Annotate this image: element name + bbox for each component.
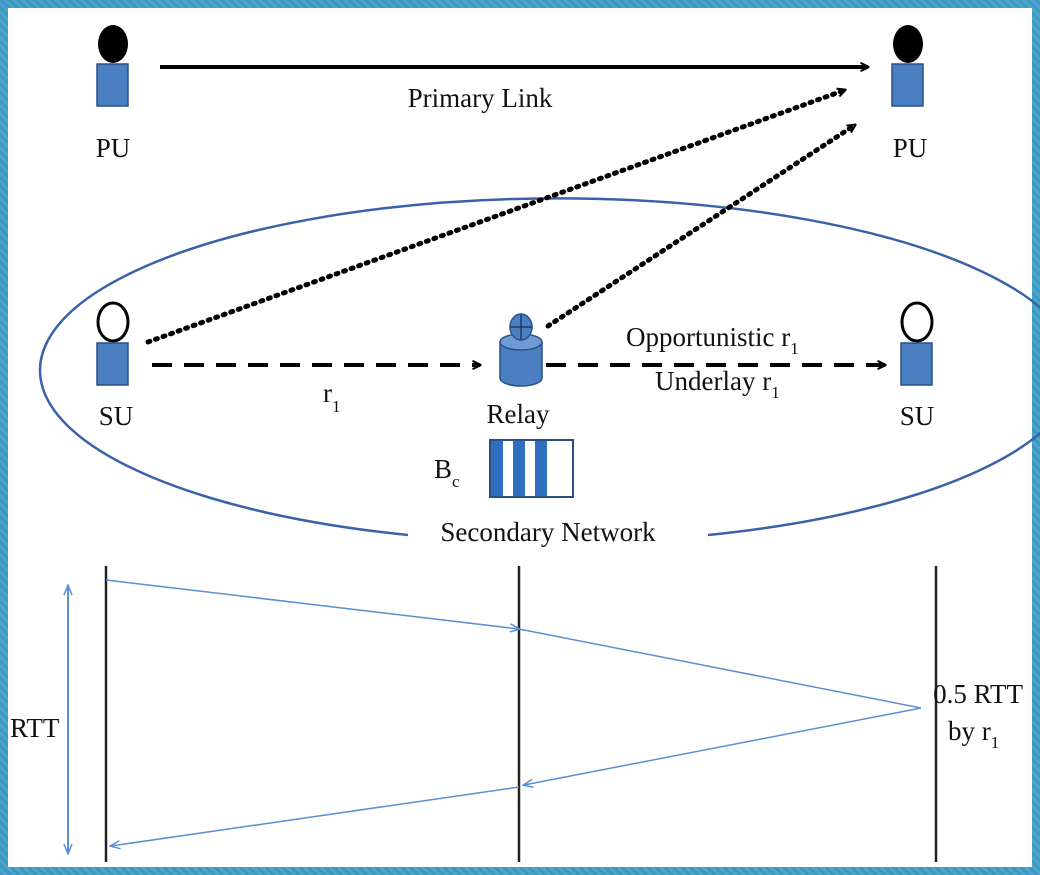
buffer-icon (489, 439, 574, 498)
half-rtt-label: 0.5 RTT (933, 679, 1023, 709)
r1-link-label: r1 (323, 378, 341, 416)
secondary-network-label: Secondary Network (440, 517, 656, 547)
timing-arrow-ack-to-su (111, 786, 520, 846)
pu-left-label: PU (96, 133, 131, 163)
relay-label: Relay (487, 399, 550, 429)
buffer-label: Bc (434, 454, 460, 491)
su-left-node-icon (96, 301, 130, 386)
interference-arrow-relay (545, 122, 855, 329)
pu-right-label: PU (893, 133, 928, 163)
primary-link-label: Primary Link (408, 83, 553, 113)
pu-left-node-icon (96, 25, 129, 107)
timing-line-relay-to-su (518, 628, 922, 709)
su-right-node-icon (900, 301, 934, 386)
half-rtt-by-r1-label: by r1 (948, 716, 999, 752)
secondary-network-ellipse (38, 197, 1040, 537)
opportunistic-label: Opportunistic r1 (626, 322, 799, 358)
su-left-label: SU (99, 401, 134, 431)
rtt-label: RTT (10, 713, 60, 743)
timing-arrow-ack-to-relay (524, 707, 922, 785)
su-right-label: SU (900, 401, 935, 431)
interference-arrow-su (145, 87, 845, 345)
underlay-label: Underlay r1 (655, 366, 780, 402)
timing-arrow-su-to-relay (105, 579, 519, 629)
relay-node-icon (499, 313, 543, 387)
pu-right-node-icon (891, 25, 924, 107)
